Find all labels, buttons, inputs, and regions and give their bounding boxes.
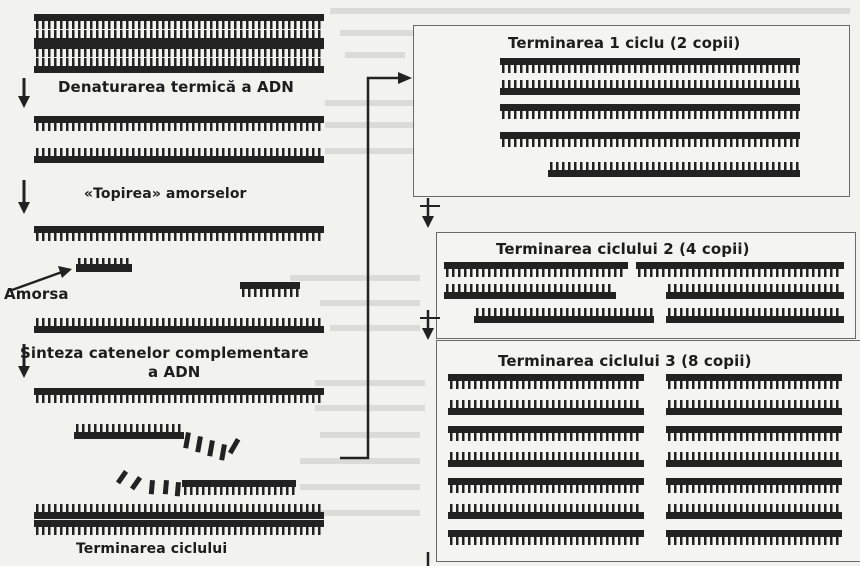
step-synthesis-label-line2: a ADN: [148, 363, 201, 381]
cycle1-title: Terminarea 1 ciclu (2 copii): [508, 34, 741, 52]
primer-pointer-arrow: [11, 266, 72, 292]
template-strand-top: [34, 520, 324, 535]
copy-strand: [448, 426, 644, 441]
copy-strand: [666, 308, 844, 323]
copy-strand: [448, 504, 644, 519]
copy-strand: [448, 374, 644, 389]
step-denaturation-label: Denaturarea termică a ADN: [58, 78, 294, 96]
primer-top: [76, 258, 132, 272]
copy-strand: [500, 58, 800, 73]
single-strand-top: [34, 116, 324, 131]
primer-bottom: [240, 282, 300, 297]
primer-label: Amorsa: [4, 285, 69, 303]
nucleotide: [148, 480, 155, 495]
copy-strand: [666, 478, 842, 493]
copy-strand: [666, 504, 842, 519]
copy-strand: [500, 132, 800, 147]
copy-strand: [448, 530, 644, 545]
copy-strand: [448, 400, 644, 415]
step-arrow-2: [18, 180, 30, 214]
box-arrow-1-2: [420, 198, 440, 228]
copy-strand: [666, 426, 842, 441]
copy-strand: [666, 284, 844, 299]
copy-strand: [666, 452, 842, 467]
template-strand-bottom: [34, 504, 324, 519]
cycle3-title: Terminarea ciclului 3 (8 copii): [498, 352, 752, 370]
nucleotide: [115, 470, 129, 485]
copy-strand: [548, 162, 800, 177]
copy-strand: [500, 104, 800, 119]
step-synthesis-label-line1: Sinteza catenelor complementare: [20, 344, 309, 362]
copy-strand: [444, 284, 616, 299]
copy-strand: [666, 530, 842, 545]
copy-strand: [448, 452, 644, 467]
nucleotide: [162, 480, 169, 495]
copy-strand: [666, 400, 842, 415]
new-strand-synthesis: [74, 424, 184, 439]
double-strand-dna: [34, 30, 324, 45]
copy-strand: [448, 478, 644, 493]
nucleotide: [174, 481, 181, 497]
nucleotide: [129, 476, 143, 491]
box-arrow-2-3: [420, 310, 440, 340]
step-arrow-3: [18, 344, 30, 378]
nucleotide: [195, 436, 203, 453]
nucleotide: [227, 438, 241, 455]
double-strand-dna: [34, 42, 324, 57]
template-strand-top: [34, 388, 324, 403]
connector-arrow: [340, 72, 412, 460]
new-strand-synthesis: [182, 480, 296, 495]
copy-strand: [474, 308, 654, 323]
step-cycle-end-label: Terminarea ciclului: [76, 541, 228, 557]
nucleotide: [207, 440, 215, 457]
copy-strand: [500, 80, 800, 95]
double-strand-dna: [34, 58, 324, 73]
step-primer-melting-label: «Topirea» amorselor: [84, 186, 247, 202]
nucleotide: [183, 432, 191, 449]
template-strand-top: [34, 226, 324, 241]
copy-strand: [636, 262, 844, 277]
copy-strand: [444, 262, 628, 277]
single-strand-bottom: [34, 148, 324, 163]
step-arrow-1: [18, 78, 30, 108]
cycle2-title: Terminarea ciclului 2 (4 copii): [496, 240, 750, 258]
copy-strand: [666, 374, 842, 389]
nucleotide: [219, 444, 227, 461]
template-strand-bottom: [34, 318, 324, 333]
double-strand-dna: [34, 14, 324, 29]
